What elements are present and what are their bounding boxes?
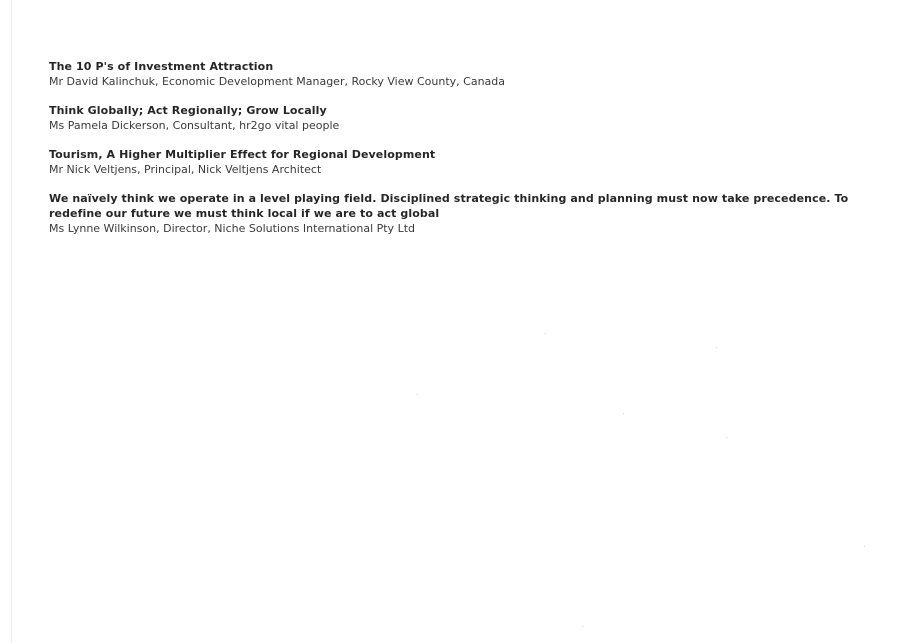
presentation-title: Think Globally; Act Regionally; Grow Loc… [49, 104, 327, 117]
scan-edge-line [11, 0, 12, 643]
presentation-entry: Tourism, A Higher Multiplier Effect for … [49, 147, 879, 177]
presentation-speaker: Mr David Kalinchuk, Economic Development… [49, 75, 506, 88]
presentation-entry: The 10 P's of Investment Attraction Mr D… [49, 59, 879, 89]
presentation-speaker: Mr Nick Veltjens, Principal, Nick Veltje… [49, 163, 322, 176]
presentation-list: The 10 P's of Investment Attraction Mr D… [49, 59, 879, 250]
presentation-speaker: Ms Lynne Wilkinson, Director, Niche Solu… [49, 222, 415, 235]
presentation-entry: Think Globally; Act Regionally; Grow Loc… [49, 103, 879, 133]
scan-speck [726, 437, 727, 438]
presentation-title: The 10 P's of Investment Attraction [49, 60, 274, 73]
scan-speck [716, 347, 717, 348]
scan-speck [545, 333, 546, 334]
scan-speck [864, 546, 865, 547]
scan-speck [582, 626, 583, 627]
scan-speck [417, 394, 418, 395]
scan-speck [623, 413, 624, 414]
presentation-title: We naïvely think we operate in a level p… [49, 192, 849, 220]
presentation-title: Tourism, A Higher Multiplier Effect for … [49, 148, 436, 161]
presentation-entry: We naïvely think we operate in a level p… [49, 191, 879, 236]
presentation-speaker: Ms Pamela Dickerson, Consultant, hr2go v… [49, 119, 340, 132]
